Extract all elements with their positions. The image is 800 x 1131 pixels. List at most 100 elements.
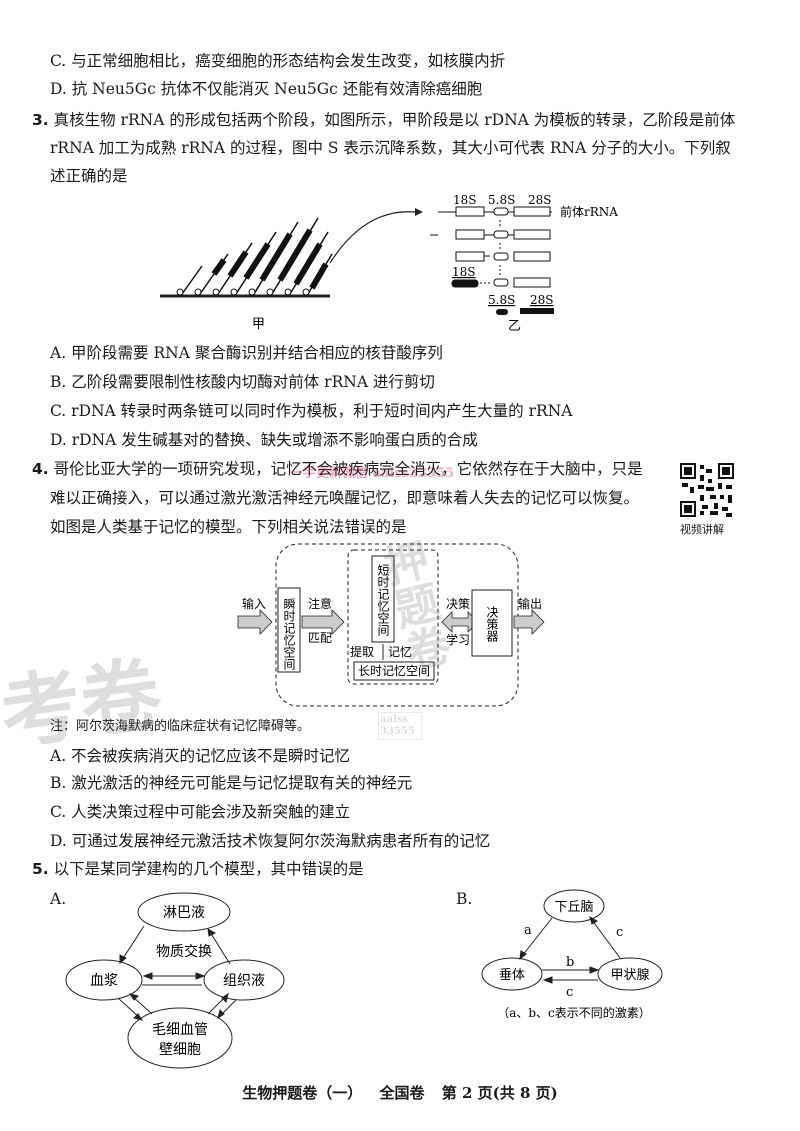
q3-stem-line1: 3. 真核生物 rRNA 的形成包括两个阶段，如图所示，甲阶段是以 rDNA 为…	[32, 109, 735, 131]
q2-option-d: D. 抗 Neu5Gc 抗体不仅能消灭 Neu5Gc 还能有效清除癌细胞	[50, 80, 483, 98]
label-yi: 乙	[508, 319, 521, 334]
transcript-2	[194, 253, 229, 296]
transcript-6	[266, 217, 319, 296]
capillary-node	[127, 1007, 233, 1069]
watermark-left: 考卷	[0, 646, 167, 762]
memory-group-border	[347, 549, 439, 685]
label-output: 输出	[518, 596, 542, 611]
pituitary-node	[481, 957, 543, 991]
q4-option-a: A. 不会被疾病消灭的记忆应该不是瞬时记忆	[50, 747, 351, 765]
label-instant-memory: 瞬时记忆空间	[282, 598, 296, 670]
q3-option-a: A. 甲阶段需要 RNA 聚合酶识别并结合相应的核苷酸序列	[50, 344, 443, 362]
label-18s-top: 18S	[453, 193, 477, 207]
q2-option-c: C. 与正常细胞相比，癌变细胞的形态结构会发生改变，如核膜内折	[50, 52, 506, 70]
tissue-fluid-node	[203, 959, 285, 1001]
stage-arrow	[329, 211, 416, 264]
q4-figure: 输入 瞬时记忆空间 注意 匹配 短时记忆空间 提取 记忆 长时记忆空间 决策 学…	[237, 543, 545, 707]
footer-page: 第 2 页(共 8 页)	[441, 1084, 558, 1102]
label-long-memory: 长时记忆空间	[358, 664, 430, 678]
q4-option-d: D. 可通过发展神经元激活技术恢复阿尔茨海默病患者所有的记忆	[50, 832, 491, 850]
q3-stem-line3: 述正确的是	[50, 167, 128, 185]
attention-arrow	[301, 609, 345, 635]
label-retrieve: 提取	[350, 644, 374, 659]
output-arrow	[513, 609, 545, 635]
label-b: b	[566, 955, 574, 970]
model-a-arrows	[117, 925, 237, 1021]
decider-box	[471, 589, 513, 657]
page-footer: 生物押题卷（一） 全国卷 第 2 页(共 8 页)	[0, 1082, 800, 1103]
mature-58s	[496, 309, 508, 315]
q3-stem-line2: rRNA 加工为成熟 rRNA 的过程，图中 S 表示沉降系数，其大小可代表 R…	[50, 139, 731, 157]
processing-row-2	[430, 229, 551, 240]
label-58s-top: 5.8S	[488, 193, 515, 207]
label-c-right: c	[616, 925, 623, 940]
q4-option-b: B. 激光激活的神经元可能是与记忆提取有关的神经元	[50, 774, 413, 792]
model-outer-border	[275, 543, 519, 707]
label-capillary-1: 毛细血管	[152, 1022, 208, 1038]
q4-note: 注：阿尔茨海默病的临床症状有记忆障碍等。	[50, 719, 311, 734]
q3-number: 3.	[32, 111, 49, 129]
q3-stem-text1: 真核生物 rRNA 的形成包括两个阶段，如图所示，甲阶段是以 rDNA 为模板的…	[53, 111, 736, 129]
mature-28s	[520, 308, 554, 314]
label-plasma: 血浆	[90, 973, 118, 989]
label-input: 输入	[242, 596, 266, 611]
stage-arrowhead	[415, 208, 423, 216]
q5-stem-text: 以下是某同学建构的几个模型，其中错误的是	[53, 860, 364, 878]
label-lymph: 淋巴液	[163, 905, 205, 921]
q5-label-a: A.	[50, 890, 67, 908]
qr-code-icon[interactable]	[678, 461, 736, 519]
q4-option-c: C. 人类决策过程中可能会涉及新突触的建立	[50, 803, 351, 821]
q4-stem-line1: 4. 哥伦比亚大学的一项研究发现，记忆不会被疾病完全消灭，它依然存在于大脑中，只…	[32, 458, 643, 480]
short-memory-box	[371, 555, 395, 643]
q4-stem-line2: 难以正确接入，可以通过激光激活神经元唤醒记忆，即意味着人失去的记忆可以恢复。	[50, 489, 640, 507]
processing-row-4	[451, 277, 551, 288]
qr-label: 视频讲解	[680, 523, 724, 536]
transcript-8	[302, 253, 333, 296]
label-hypothalamus: 下丘脑	[554, 900, 593, 915]
watermark-center: 一手更新微信 aalss33555	[290, 466, 455, 481]
transcript-7	[284, 231, 329, 296]
q5-label-b: B.	[456, 890, 473, 908]
label-attention: 注意	[308, 596, 332, 611]
label-short-memory: 短时记忆空间	[376, 564, 390, 636]
transcript-4	[230, 231, 277, 296]
precursor-row	[438, 206, 552, 217]
q5-number: 5.	[32, 860, 49, 878]
label-decision: 决策	[446, 597, 470, 611]
label-learning: 学习	[446, 632, 470, 647]
q5-model-a: 淋巴液 血浆 组织液 毛细血管 壁细胞 物质交换	[65, 892, 285, 1069]
q4-stem-line3: 如图是人类基于记忆的模型。下列相关说法错误的是	[50, 518, 407, 536]
long-memory-box	[353, 661, 435, 681]
footer-scope: 全国卷	[379, 1084, 425, 1102]
thyroid-node	[597, 957, 663, 991]
instant-memory-box	[277, 587, 301, 673]
q3-option-b: B. 乙阶段需要限制性核酸内切酶对前体 rRNA 进行剪切	[50, 373, 435, 391]
q4-number: 4.	[32, 460, 49, 478]
q4-stem-text1: 哥伦比亚大学的一项研究发现，记忆不会被疾病完全消灭，它依然存在于大脑中，只是	[53, 460, 643, 478]
q3-option-c: C. rDNA 转录时两条链可以同时作为模板，利于短时间内产生大量的 rRNA	[50, 402, 573, 420]
label-tissue-fluid: 组织液	[223, 973, 265, 989]
input-arrow	[237, 609, 273, 635]
q3-figure: 甲 18S 5.8S 28S 前体rRNA 18S 5.8S 28S 乙	[160, 193, 618, 334]
transcript-1	[176, 265, 203, 296]
model-b-arrows	[519, 915, 621, 984]
label-match: 匹配	[308, 631, 332, 645]
footer-title: 生物押题卷（一）	[242, 1084, 363, 1102]
label-a: a	[524, 923, 532, 938]
model-b-note: （a、b、c表示不同的激素）	[497, 1005, 651, 1020]
label-jia: 甲	[252, 317, 265, 332]
plasma-node	[65, 959, 143, 1001]
transcripts	[176, 217, 333, 296]
label-precursor: 前体rRNA	[560, 204, 618, 219]
q3-option-d: D. rDNA 发生碱基对的替换、缺失或增添不影响蛋白质的合成	[50, 431, 478, 449]
transcript-5	[248, 221, 299, 296]
label-exchange: 物质交换	[156, 943, 212, 960]
q5-model-b: 下丘脑 垂体 甲状腺 a c b c （a、b、c表示不同的激素）	[481, 889, 663, 1020]
label-58s-b: 5.8S	[488, 293, 515, 307]
watermark-box: aalss 33555	[378, 712, 422, 740]
label-18s-b: 18S	[452, 265, 476, 279]
label-thyroid: 甲状腺	[610, 968, 649, 983]
q5-stem-line: 5. 以下是某同学建构的几个模型，其中错误的是	[32, 858, 364, 880]
label-decider: 决策器	[485, 606, 499, 643]
label-28s-b: 28S	[530, 293, 554, 307]
